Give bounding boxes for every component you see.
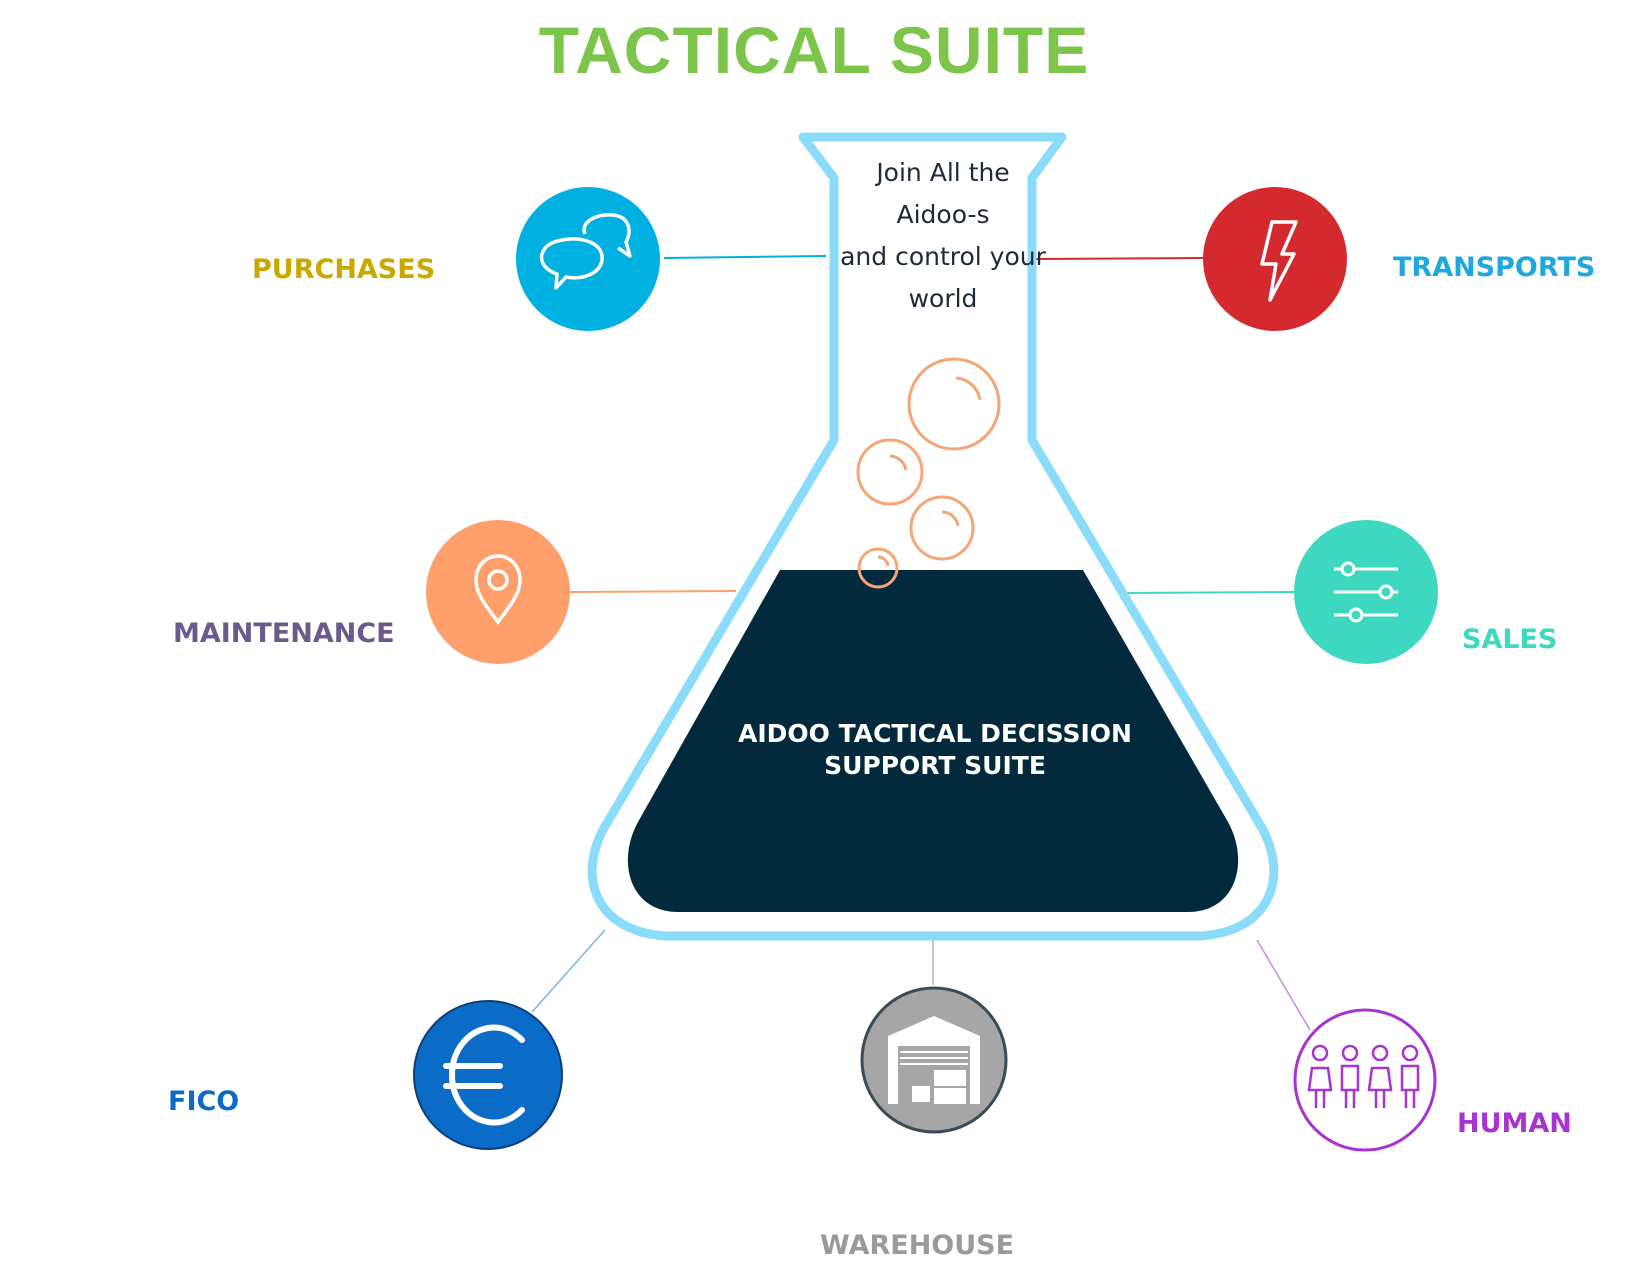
human-node[interactable] bbox=[1293, 1008, 1437, 1152]
label-human[interactable]: HUMAN bbox=[1457, 1108, 1572, 1139]
label-purchases[interactable]: PURCHASES bbox=[252, 254, 436, 285]
connector-human bbox=[1256, 939, 1311, 1031]
warehouse-node[interactable] bbox=[860, 986, 1008, 1134]
flask-neck-line: Aidoo-s bbox=[896, 200, 990, 229]
flask-neck-line: world bbox=[908, 284, 978, 313]
chat-bubbles-icon bbox=[539, 213, 632, 290]
sales-node[interactable] bbox=[1294, 520, 1438, 664]
connector-transports bbox=[1035, 257, 1206, 260]
bubble-medium bbox=[856, 438, 924, 506]
flask-liquid bbox=[627, 570, 1239, 912]
warehouse-icon bbox=[888, 1016, 980, 1104]
flask-neck-line: Join All the bbox=[876, 158, 1010, 187]
label-fico[interactable]: FICO bbox=[168, 1086, 240, 1117]
map-pin-icon bbox=[474, 554, 522, 625]
connector-purchases bbox=[663, 255, 827, 259]
fico-node[interactable] bbox=[413, 1000, 563, 1150]
maintenance-node[interactable] bbox=[426, 520, 570, 664]
bubbles bbox=[856, 357, 1001, 589]
label-sales[interactable]: SALES bbox=[1462, 624, 1558, 655]
flask-liquid-text: AIDOO TACTICAL DECISSION SUPPORT SUITE bbox=[700, 718, 1170, 782]
sliders-icon bbox=[1334, 561, 1398, 623]
flask-neck-line: and control your bbox=[840, 242, 1046, 271]
people-icon bbox=[1307, 1044, 1420, 1108]
connector-maintenance bbox=[569, 590, 737, 593]
bubble-large bbox=[907, 357, 1001, 451]
label-transports[interactable]: TRANSPORTS bbox=[1393, 252, 1596, 283]
lightning-icon bbox=[1260, 220, 1298, 302]
euro-icon bbox=[443, 1024, 525, 1126]
liquid-text-line: SUPPORT SUITE bbox=[824, 751, 1046, 780]
connector-sales bbox=[1125, 591, 1295, 594]
page-title: TACTICAL SUITE bbox=[538, 13, 1090, 87]
label-warehouse[interactable]: WAREHOUSE bbox=[820, 1230, 1015, 1261]
transports-node[interactable] bbox=[1203, 187, 1347, 331]
bubble-small bbox=[857, 547, 899, 589]
purchases-node[interactable] bbox=[516, 187, 660, 331]
liquid-text-line: AIDOO TACTICAL DECISSION bbox=[738, 719, 1132, 748]
flask-neck-text: Join All the Aidoo-s and control your wo… bbox=[818, 152, 1068, 320]
label-maintenance[interactable]: MAINTENANCE bbox=[173, 618, 395, 649]
bubble-medium-2 bbox=[909, 495, 975, 561]
connector-fico bbox=[531, 929, 606, 1013]
